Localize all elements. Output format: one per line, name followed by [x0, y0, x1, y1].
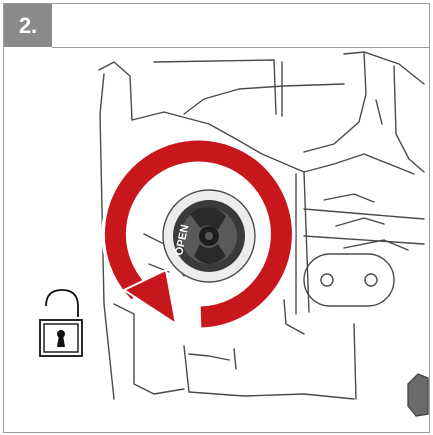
machine-illustration: OPEN	[39, 51, 429, 417]
counterclockwise-arrow-icon	[101, 137, 296, 331]
unlocked-padlock-icon	[39, 289, 83, 357]
machine-housing-lineart	[98, 51, 429, 417]
instruction-panel: 2.	[3, 3, 430, 433]
open-knob: OPEN	[162, 189, 256, 283]
step-number-badge: 2.	[4, 4, 52, 47]
step-number: 2.	[18, 12, 38, 38]
header-divider	[52, 47, 429, 48]
